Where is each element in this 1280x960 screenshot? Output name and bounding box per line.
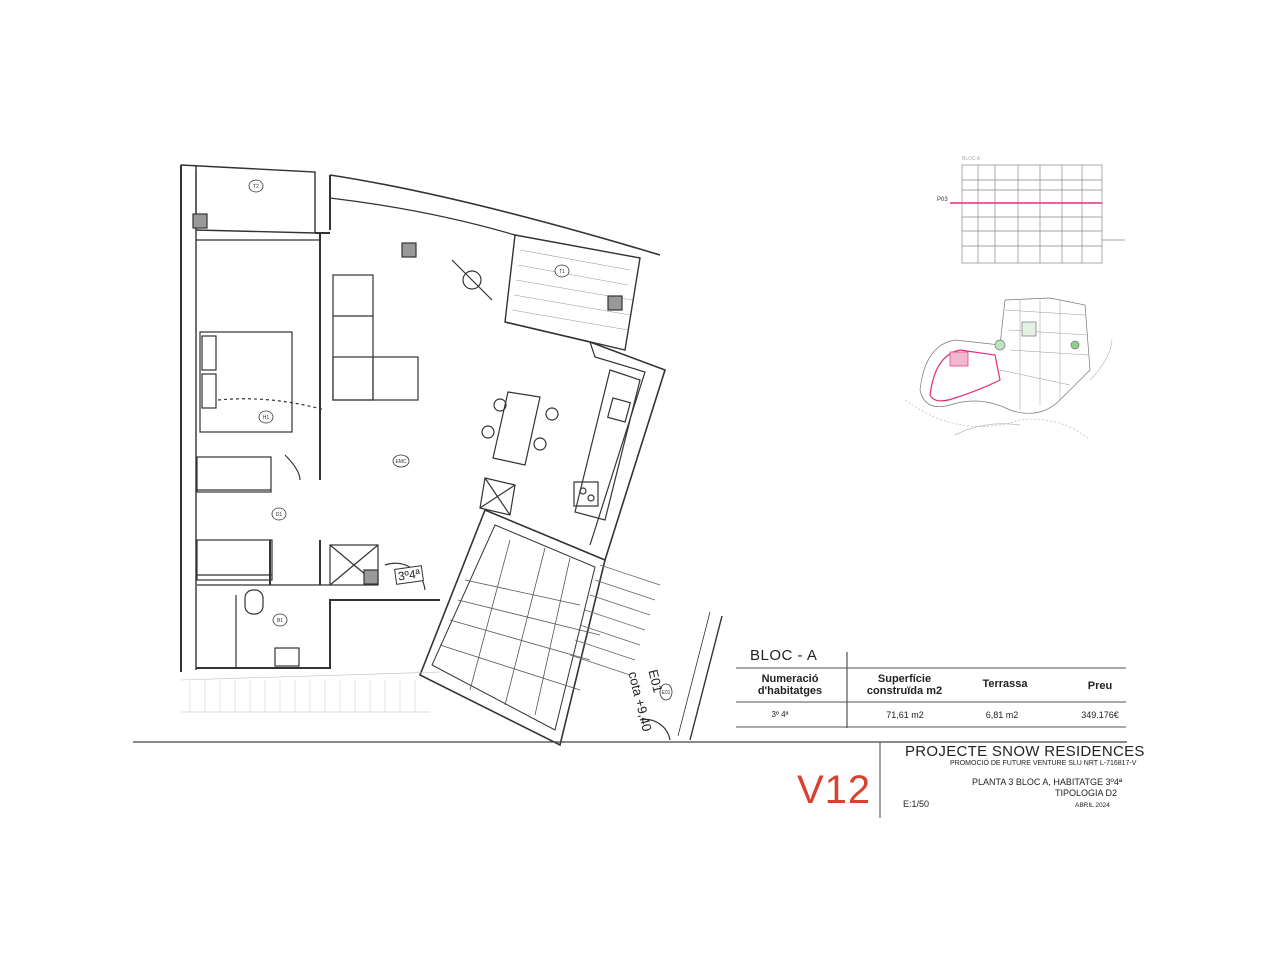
cell-superficie: 71,61 m2	[886, 710, 924, 720]
header-terrassa: Terrassa	[982, 678, 1028, 690]
cell-terrassa: 6,81 m2	[985, 710, 1019, 720]
planta-line: PLANTA 3 BLOC A, HABITATGE 3º4ª	[972, 777, 1123, 787]
room-label-e01: E01	[662, 690, 671, 696]
cell-numero: 3º 4ª	[771, 710, 789, 719]
room-label-b1: B1	[277, 618, 283, 624]
cell-preu: 349.176€	[1081, 710, 1119, 720]
date-label: ABRIL 2024	[1075, 802, 1110, 809]
keymap-bloc-label: BLOC A	[962, 156, 981, 162]
room-label-t1: T1	[559, 269, 565, 275]
title-block-lines	[133, 741, 1127, 818]
site-map	[904, 297, 1113, 441]
room-tags	[248, 179, 673, 701]
room-label-emc: EMC	[395, 459, 407, 465]
room-label-d1: D1	[276, 512, 283, 518]
version-label: V12	[797, 768, 872, 812]
keymap-elevation	[950, 164, 1125, 264]
room-label-t2: T2	[253, 184, 259, 190]
project-title: PROJECTE SNOW RESIDENCES	[905, 743, 1145, 760]
table-lines	[736, 652, 1126, 728]
scale-label: E:1/50	[903, 799, 930, 809]
header-preu: Preu	[1087, 680, 1113, 692]
keymap-floor-label: P03	[937, 197, 948, 203]
floor-plan	[180, 164, 723, 747]
tipologia-line: TIPOLOGIA D2	[1055, 788, 1118, 798]
room-label-h1: H1	[263, 415, 270, 421]
bloc-title: BLOC - A	[750, 647, 818, 664]
promoter-line: PROMOCIÓ DE FUTURE VENTURE SLU NRT L-716…	[950, 760, 1137, 767]
